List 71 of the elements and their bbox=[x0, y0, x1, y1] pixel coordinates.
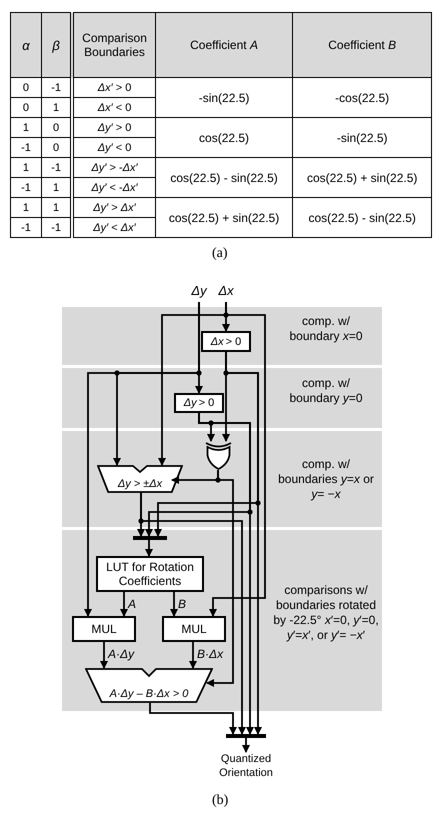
band-label: comparisons w/ boundaries rotated by -22.5° x′=0, y′=0, y′=x′, or y′= −x′ bbox=[272, 583, 380, 643]
wire-arrow bbox=[189, 642, 197, 669]
table-cell: Δy′ < Δx′ bbox=[72, 218, 156, 238]
table-cell: Δy′ > -Δx′ bbox=[72, 158, 156, 178]
table-cell: cos(22.5) - sin(22.5) bbox=[155, 158, 293, 198]
comparator-trapezoid bbox=[97, 465, 183, 493]
header-cell: Coefficient A bbox=[155, 12, 293, 78]
edge-label: A·Δy bbox=[108, 647, 134, 661]
table-cell: cos(22.5) - sin(22.5) bbox=[292, 198, 432, 238]
wire-arrow bbox=[100, 642, 108, 669]
table-cell: cos(22.5) + sin(22.5) bbox=[292, 158, 432, 198]
signal-label: Δx bbox=[216, 284, 236, 301]
wire-arrow bbox=[140, 492, 246, 735]
table-cell: -1 bbox=[10, 178, 42, 198]
wire-arrow bbox=[120, 592, 128, 617]
table-cell: Δy′ < 0 bbox=[72, 138, 156, 158]
wire-arrow bbox=[225, 352, 262, 735]
signal-label: Δy bbox=[189, 284, 209, 301]
table-cell: cos(22.5) bbox=[155, 118, 293, 158]
comparator-label: A·Δy – B·Δx > 0 bbox=[108, 688, 190, 700]
table-cell: -sin(22.5) bbox=[155, 78, 293, 118]
table-cell: Δy′ > Δx′ bbox=[72, 198, 156, 218]
band-panel bbox=[62, 368, 382, 428]
table-cell: -1 bbox=[10, 218, 42, 238]
caption: (a) bbox=[212, 246, 228, 262]
caption: (b) bbox=[212, 793, 228, 809]
edge-label: B·Δx bbox=[197, 647, 224, 661]
bus-bar bbox=[226, 734, 266, 738]
band-panel bbox=[62, 431, 382, 527]
edge-label: A bbox=[128, 597, 136, 611]
wire-arrow bbox=[145, 540, 153, 557]
wire-arrow bbox=[206, 470, 234, 687]
band-label: comp. w/ boundary x=0 bbox=[288, 314, 364, 344]
table-cell: -sin(22.5) bbox=[292, 118, 432, 158]
comparator-trapezoid bbox=[85, 668, 213, 703]
bus-bar bbox=[133, 536, 167, 540]
table-cell: 1 bbox=[10, 118, 42, 138]
block-box: Δy > 0 bbox=[174, 393, 224, 413]
wire-arrow bbox=[84, 302, 200, 617]
edge-label: B bbox=[178, 597, 186, 611]
block-box: Δx > 0 bbox=[201, 331, 251, 352]
wire-arrow bbox=[242, 738, 250, 753]
band-panel bbox=[62, 530, 382, 711]
table-cell: Δx′ < 0 bbox=[72, 98, 156, 118]
table-cell: Δx′ > 0 bbox=[72, 78, 156, 98]
table-cell: 1 bbox=[10, 198, 42, 218]
header-cell: α bbox=[10, 12, 42, 78]
table-cell: Δy′ < -Δx′ bbox=[72, 178, 156, 198]
table-cell: -cos(22.5) bbox=[292, 78, 432, 118]
band-label: comp. w/ boundary y=0 bbox=[288, 376, 364, 406]
table-cell: cos(22.5) + sin(22.5) bbox=[155, 198, 293, 238]
block-box: LUT for Rotation Coefficients bbox=[96, 556, 204, 592]
table-cell: -1 bbox=[10, 138, 42, 158]
table-cell: 0 bbox=[10, 78, 42, 98]
wire-arrow bbox=[198, 413, 254, 735]
header-cell: Comparison Boundaries bbox=[72, 12, 156, 78]
block-box: MUL bbox=[162, 616, 226, 642]
wire-arrow bbox=[149, 703, 237, 735]
signal-label: Quantized Orientation bbox=[200, 752, 292, 784]
block-box: MUL bbox=[72, 616, 136, 642]
header-cell: Coefficient B bbox=[292, 12, 432, 78]
table-cell: 1 bbox=[10, 158, 42, 178]
xnor-gate-icon bbox=[204, 440, 233, 470]
table-cell: Δy′ > 0 bbox=[72, 118, 156, 138]
band-panel bbox=[62, 307, 382, 365]
band-label: comp. w/ boundaries y=x or y= −x bbox=[277, 456, 375, 502]
wire-arrow bbox=[170, 592, 178, 617]
table-cell: 0 bbox=[10, 98, 42, 118]
header-cell: β bbox=[41, 12, 72, 78]
wire-arrow bbox=[209, 302, 266, 617]
comparator-label: Δy > ±Δx bbox=[116, 478, 164, 490]
